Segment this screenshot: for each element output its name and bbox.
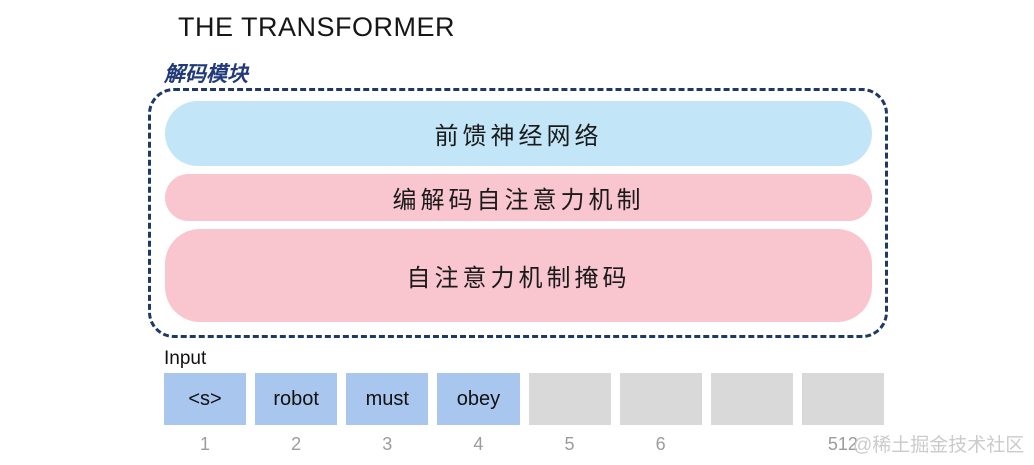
position-index: 5	[564, 434, 575, 454]
token-cell: must	[346, 373, 429, 425]
decoder-module-dashed-box	[148, 88, 888, 338]
token-cell: obey	[437, 373, 520, 425]
position-index: 1	[200, 434, 211, 454]
token-cell: <s>	[164, 373, 247, 425]
position-index-row: 1 2 3 4 5 6 512	[164, 434, 884, 455]
token-cell-empty	[710, 373, 793, 425]
position-index: 3	[382, 434, 393, 454]
position-index: 4	[473, 434, 484, 454]
token-cell-empty	[801, 373, 884, 425]
position-index: 2	[291, 434, 302, 454]
block-encoder-decoder-self-attention: 编解码自注意力机制	[165, 174, 872, 221]
page-title: THE TRANSFORMER	[178, 12, 456, 42]
input-label: Input	[164, 348, 207, 369]
position-index: 512	[827, 434, 858, 454]
block-masked-self-attention: 自注意力机制掩码	[165, 229, 872, 322]
decoder-module-label: 解码模块	[164, 61, 248, 86]
block-feed-forward: 前馈神经网络	[165, 101, 872, 166]
token-cell: robot	[255, 373, 338, 425]
token-cell-empty	[528, 373, 611, 425]
input-token-row: <s> robot must obey	[164, 373, 884, 425]
watermark: @稀土掘金技术社区	[853, 435, 1025, 456]
position-index: 6	[655, 434, 666, 454]
token-cell-empty	[619, 373, 702, 425]
position-index	[711, 434, 793, 455]
